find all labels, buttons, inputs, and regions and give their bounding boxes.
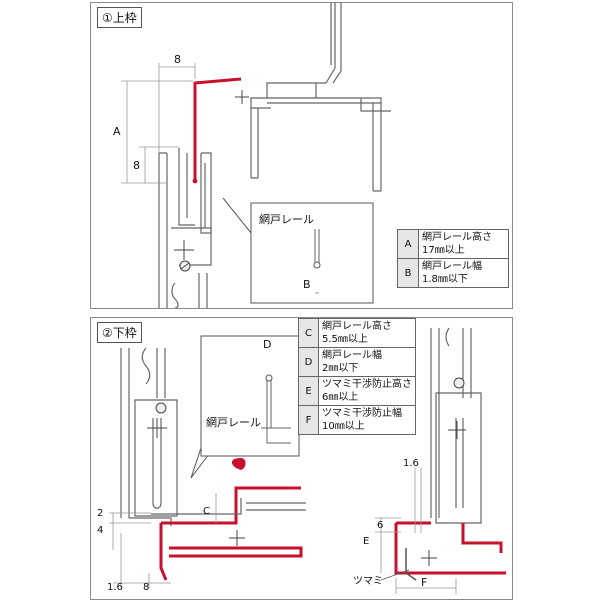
screen-rail-lower <box>161 486 301 525</box>
screen-rail-upper <box>193 77 242 181</box>
dim-d-label: D <box>263 338 271 351</box>
spec-line2: 10㎜以上 <box>322 421 365 432</box>
callout-box-bottom <box>200 335 300 457</box>
spec-table-top: A 網戸レール高さ 17㎜以上 B 網戸レール幅 1.8㎜以下 <box>397 229 509 288</box>
spec-line2: 1.8㎜以下 <box>422 274 468 285</box>
dim-f-label: F <box>421 576 427 589</box>
bottom-frame-drawing: 網戸レール D 2 4 1.6 8 C <box>97 327 506 594</box>
spec-line2: 17㎜以上 <box>422 245 465 256</box>
dim-right-6: 6 <box>377 520 383 531</box>
spec-line1: 網戸レール高さ <box>322 321 392 332</box>
dim-left-8: 8 <box>143 582 149 593</box>
spec-row-b: B 網戸レール幅 1.8㎜以下 <box>397 258 509 288</box>
right-sash-profile <box>430 327 482 524</box>
dim-left-1-6: 1.6 <box>107 582 123 593</box>
section-label-bottom: ②下枠 <box>97 322 142 343</box>
sash-profile <box>158 148 212 308</box>
top-frame-panel: 8 A 8 網戸レール B ①上枠 A 網戸レール高さ 17㎜以上 B 網戸レール… <box>90 2 513 309</box>
spec-key: C <box>298 318 319 348</box>
spec-key: B <box>397 258 419 288</box>
callout-label-top: 網戸レール <box>259 212 314 226</box>
dim-left-2: 2 <box>97 508 103 519</box>
spec-row-f: F ツマミ干渉防止幅 10㎜以上 <box>298 405 416 435</box>
spec-line2: 6㎜以上 <box>322 392 359 403</box>
dim-top-8: 8 <box>174 53 181 66</box>
dim-b-label: B <box>303 278 311 291</box>
knob-label: ツマミ <box>353 576 383 587</box>
dim-c-label: C <box>203 506 210 517</box>
callout-box <box>250 202 374 304</box>
dim-right-1-6: 1.6 <box>403 458 419 469</box>
spec-row-c: C 網戸レール高さ 5.5㎜以上 <box>298 318 416 348</box>
center-marker <box>174 90 249 260</box>
spec-line1: 網戸レール幅 <box>422 261 482 272</box>
center-marker-right <box>421 421 466 566</box>
spec-row-d: D 網戸レール幅 2㎜以下 <box>298 347 416 377</box>
bottom-frame-panel: 網戸レール D 2 4 1.6 8 C <box>90 317 513 600</box>
spec-line2: 2㎜以下 <box>322 363 359 374</box>
upper-frame-profile <box>250 3 391 192</box>
section-label-top: ①上枠 <box>97 7 142 28</box>
spec-line1: 網戸レール幅 <box>322 350 382 361</box>
spec-key: D <box>298 347 319 377</box>
left-dimension-lines <box>109 493 217 588</box>
dim-a-label: A <box>113 125 121 138</box>
dim-e-label: E <box>363 536 369 547</box>
spec-line1: 網戸レール高さ <box>422 232 492 243</box>
callout-label-bottom: 網戸レール <box>206 415 261 429</box>
left-sash-profile <box>120 347 178 526</box>
center-marker-left <box>147 418 245 546</box>
knob-guard-rail <box>394 521 506 575</box>
spec-row-a: A 網戸レール高さ 17㎜以上 <box>397 229 509 259</box>
spec-key: A <box>397 229 419 259</box>
callout-lead <box>222 197 252 234</box>
spec-line1: ツマミ干渉防止幅 <box>322 408 402 419</box>
spec-row-e: E ツマミ干渉防止高さ 6㎜以上 <box>298 376 416 406</box>
spec-table-bottom: C 網戸レール高さ 5.5㎜以上 D 網戸レール幅 2㎜以下 E ツマミ干渉防止高さ… <box>298 318 416 435</box>
spec-key: E <box>298 376 319 406</box>
spec-line1: ツマミ干渉防止高さ <box>322 379 412 390</box>
dim-left-4: 4 <box>97 525 103 536</box>
right-dimension-lines <box>375 468 457 594</box>
dim-inner-8: 8 <box>133 159 140 172</box>
dimension-lines <box>121 63 196 184</box>
spec-line2: 5.5㎜以上 <box>322 334 368 345</box>
spec-key: F <box>298 405 319 435</box>
top-frame-drawing: 8 A 8 網戸レール B <box>113 3 391 308</box>
